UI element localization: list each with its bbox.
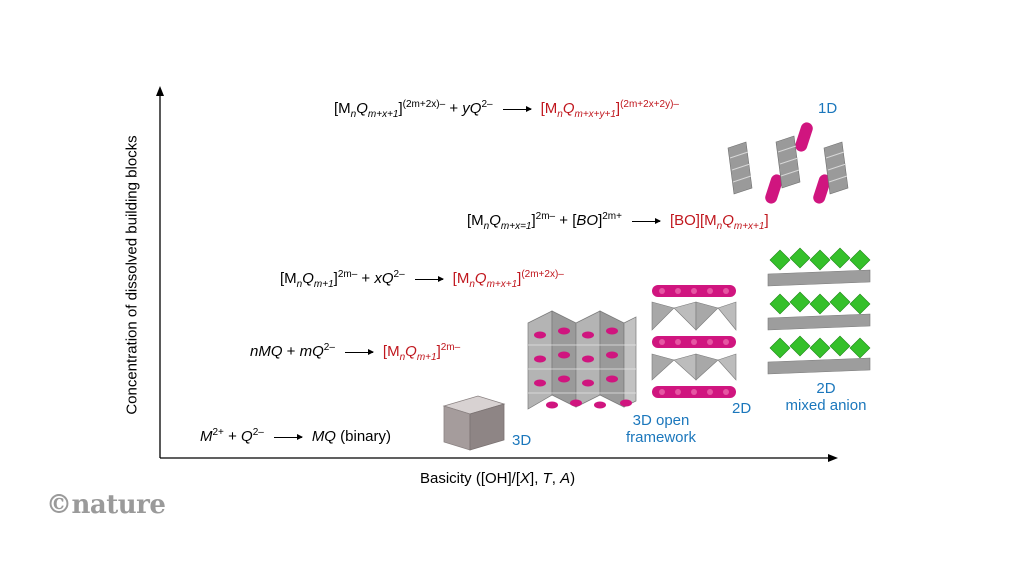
reaction-product: [MnQm+x+y+1](2m+2x+2y)– bbox=[540, 99, 679, 120]
open-framework-structure-icon bbox=[527, 310, 637, 410]
reaction-arrow bbox=[344, 348, 374, 355]
mixed-anion-structure-icon bbox=[767, 247, 871, 375]
reaction-arrow bbox=[631, 217, 661, 224]
y-axis-label: Concentration of dissolved building bloc… bbox=[123, 135, 141, 415]
reaction-product: [MnQm+x+1](2m+2x)– bbox=[452, 269, 564, 290]
label-2d-mixed: 2D mixed anion bbox=[785, 380, 867, 414]
reaction-3d: nMQ + mQ2–[MnQm+1]2m– bbox=[250, 342, 461, 363]
reaction-binary: M2+ + Q2–MQ (binary) bbox=[200, 427, 391, 446]
reaction-arrow bbox=[502, 105, 532, 112]
nature-logo: ©nature bbox=[46, 490, 166, 520]
label-3d: 3D bbox=[512, 432, 532, 449]
reaction-arrow bbox=[273, 433, 303, 440]
x-axis-label: Basicity ([OH]/[X], T, A) bbox=[420, 470, 576, 487]
reaction-1d: [MnQm+x+1](2m+2x)– + yQ2–[MnQm+x+y+1](2m… bbox=[334, 99, 679, 120]
reaction-2d: [MnQm+1]2m– + xQ2–[MnQm+x+1](2m+2x)– bbox=[280, 269, 564, 290]
layered-2d-structure-icon bbox=[651, 285, 737, 398]
reaction-product: [MnQm+1]2m– bbox=[382, 342, 461, 363]
label-2d: 2D bbox=[732, 400, 752, 417]
binary-cube-icon bbox=[442, 395, 506, 451]
reaction-2d-mixed: [MnQm+x=1]2m– + [BO]2m+[BO][MnQm+x+1] bbox=[467, 211, 769, 232]
label-3d-open: 3D open framework bbox=[626, 412, 697, 446]
reaction-arrow bbox=[414, 275, 444, 282]
chain-1d-structure-icon bbox=[727, 122, 849, 204]
reaction-product: [BO][MnQm+x+1] bbox=[669, 212, 769, 232]
label-1d: 1D bbox=[818, 100, 838, 117]
